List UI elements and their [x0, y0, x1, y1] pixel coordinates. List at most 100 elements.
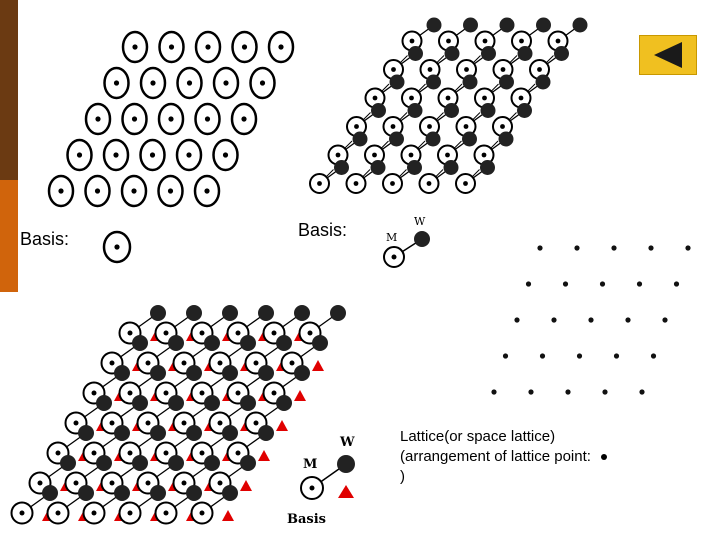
lattice-atom-center [259, 80, 266, 86]
atom-w [389, 131, 404, 147]
lattice-atom-center [204, 116, 211, 122]
lattice-atom-center [278, 44, 284, 50]
atom-m-center [73, 420, 79, 426]
atom-m-center [446, 38, 451, 44]
atom-m-center [109, 360, 115, 366]
atom-m-center [217, 420, 223, 426]
atom-w [499, 74, 514, 90]
atom-w [150, 425, 166, 441]
atom-w [294, 365, 310, 381]
lattice-point [514, 317, 520, 323]
back-button[interactable] [639, 35, 697, 75]
atom-w [258, 305, 274, 321]
basis-label-right: Basis: [298, 220, 348, 240]
atom-m-center [127, 390, 133, 396]
atom-w [96, 455, 112, 471]
atom-w [78, 485, 94, 501]
atom-m-center [317, 181, 322, 186]
atom-w [426, 74, 441, 90]
atom-m-center [73, 480, 79, 486]
atom-w [499, 17, 515, 33]
atom-w [408, 46, 423, 61]
atom-m-center [289, 360, 295, 366]
atom-m-center [199, 450, 205, 456]
lattice-atom-center [205, 44, 211, 50]
atom-w [572, 17, 588, 33]
lattice-point-triangle [222, 510, 234, 521]
atom-m-center [163, 330, 169, 336]
lattice-point-triangle [294, 390, 306, 401]
lattice-point [602, 389, 608, 395]
lattice-point [636, 281, 643, 287]
atom-m-center [537, 67, 542, 72]
lattice-point [650, 353, 657, 359]
atom-w [352, 131, 368, 147]
atom-w [240, 455, 256, 471]
atom-m-center [555, 38, 561, 44]
lattice-atom-center [167, 188, 174, 194]
lattice-atom-center [150, 80, 156, 86]
atom-w [536, 17, 551, 33]
lattice-point [599, 281, 606, 287]
atom-w-label-small: W [414, 215, 426, 228]
atom-w [78, 425, 94, 441]
lattice-atom-center [76, 152, 83, 158]
atom-w [168, 395, 184, 411]
atom-m-center [309, 485, 315, 491]
atom-w [132, 335, 148, 351]
atom-w [554, 46, 569, 61]
atom-m-center [199, 390, 205, 396]
atom-w [370, 160, 386, 175]
triangle-left-icon [654, 42, 682, 68]
atom-m-center [518, 95, 524, 101]
atom-w [204, 395, 220, 411]
atom-m-center [463, 124, 469, 129]
lattice-point [673, 281, 680, 287]
atom-m-center [409, 95, 414, 101]
atom-w [407, 160, 422, 175]
atom-w [517, 46, 533, 61]
atom-m-center [271, 330, 277, 336]
lattice-point [588, 317, 594, 323]
atom-m-center [145, 480, 151, 486]
atom-m-center [55, 510, 61, 516]
atom-m-center [445, 95, 451, 101]
atom-m-center [163, 450, 169, 456]
lattice-point-triangle [338, 485, 354, 498]
atom-m-center [481, 152, 487, 158]
atom-w [334, 160, 349, 175]
lattice-point [574, 245, 580, 251]
lattice-caption-line1: Lattice(or space lattice) [400, 428, 556, 445]
lattice-point [685, 245, 691, 251]
atom-m-center [217, 480, 223, 486]
lattice-atom-center [241, 44, 248, 50]
atom-m-center [500, 124, 505, 129]
lattice-caption: Lattice(or space lattice) (arrangement o… [400, 427, 700, 487]
atom-w [517, 103, 532, 118]
atom-w [150, 305, 166, 321]
atom-w [276, 395, 292, 411]
atom-w [204, 335, 220, 351]
atom-w [186, 365, 202, 381]
atom-m-center [109, 480, 115, 486]
lattice-atom-center [131, 188, 137, 194]
atom-m-center [372, 95, 378, 101]
lattice-point [528, 389, 534, 395]
left-accent-bar-orange [0, 180, 18, 292]
lattice-point-triangle [258, 450, 270, 461]
lattice-atom-center [58, 188, 64, 194]
lattice-point [562, 281, 569, 287]
basis-diatomic-small: W M [383, 215, 430, 268]
atom-w [481, 46, 496, 61]
atom-w [114, 365, 130, 381]
lattice-point [611, 245, 617, 251]
atom-m-label-small: M [386, 231, 397, 244]
atom-m-center [199, 510, 205, 516]
atom-w [444, 103, 459, 118]
atom-w [480, 160, 495, 175]
atom-m-center [181, 420, 187, 426]
atom-w [498, 131, 514, 147]
atom-m-center [181, 480, 187, 486]
atom-w [312, 335, 328, 351]
